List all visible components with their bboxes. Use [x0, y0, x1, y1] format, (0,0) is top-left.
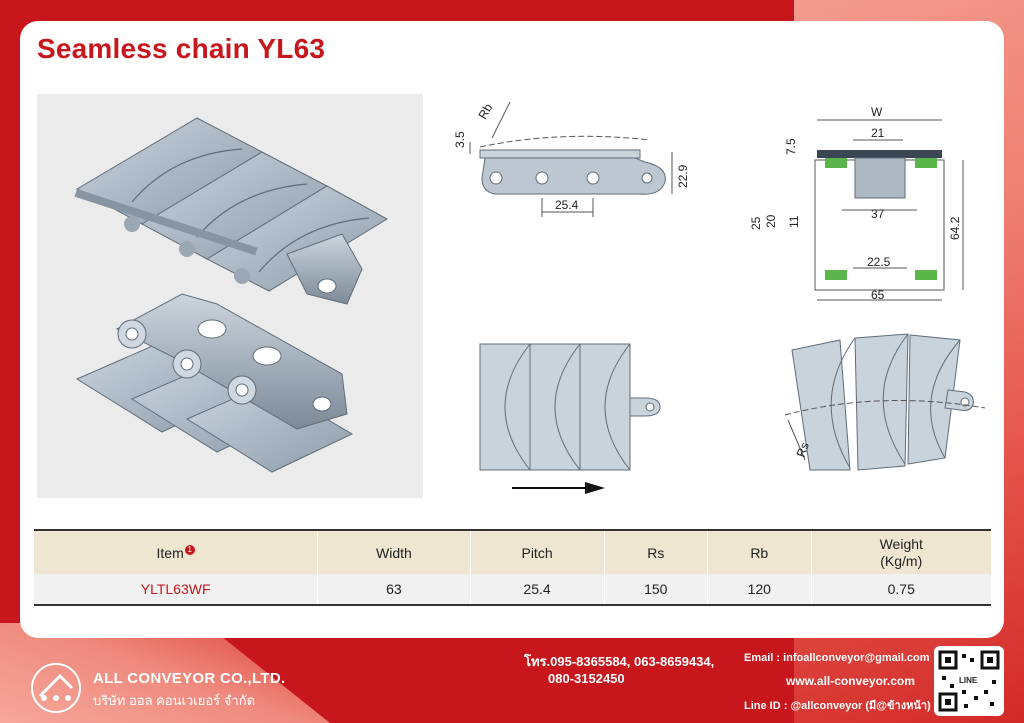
company-name-en: ALL CONVEYOR CO.,LTD. [93, 670, 286, 687]
cell-weight: 0.75 [810, 574, 991, 605]
table-row: YLTL63WF 63 25.4 150 120 0.75 [34, 574, 991, 605]
product-photo [37, 94, 423, 498]
company-name-th: บริษัท ออล คอนเวเยอร์ จำกัด [93, 693, 256, 708]
front-left-inner-label: 11 [787, 215, 801, 228]
cell-pitch: 25.4 [469, 574, 605, 605]
side-pitch-label: 25.4 [555, 198, 579, 212]
cell-rs: 150 [603, 574, 708, 605]
front-bottom-inner-label: 22.5 [867, 255, 891, 269]
side-dimension-drawing: 25.4 22.9 3.5 Rb [453, 101, 690, 217]
side-rb-label: Rb [475, 101, 495, 122]
page-title: Seamless chain YL63 [37, 33, 326, 64]
header-width: Width [317, 530, 471, 574]
qr-line-label: LINE [957, 676, 980, 685]
header-rb: Rb [707, 530, 812, 574]
chain-bottom-view [75, 293, 354, 473]
curved-rs-label: Rs [794, 440, 812, 459]
header-weight: Weight(Kg/m) [810, 530, 991, 574]
chain-top-view [74, 117, 388, 305]
front-bottom-width-label: 65 [871, 288, 885, 302]
phone-line-2[interactable]: 080-3152450 [548, 671, 625, 686]
front-left-mid-label: 20 [764, 214, 778, 228]
front-left-outer-label: 25 [749, 216, 763, 230]
top-view-straight [479, 343, 661, 494]
line-id[interactable]: Line ID : @allconveyor (มี@ข้างหน้า) [744, 700, 931, 712]
front-width-label: W [871, 105, 883, 119]
front-top-offset-label: 7.5 [784, 138, 798, 155]
front-mid-width-label: 37 [871, 207, 885, 221]
cell-width: 63 [317, 574, 471, 605]
qr-code-icon [938, 650, 1000, 712]
header-pitch: Pitch [469, 530, 605, 574]
item-note-badge: 1 [184, 544, 195, 555]
side-plate-thickness-label: 3.5 [453, 131, 467, 148]
phone-line-1[interactable]: โทร.095-8365584, 063-8659434, [524, 654, 715, 669]
cell-item: YLTL63WF [34, 574, 318, 605]
header-rs: Rs [603, 530, 708, 574]
website-link[interactable]: www.all-conveyor.com [786, 674, 915, 688]
front-right-height-label: 64.2 [948, 216, 962, 240]
front-dimension-drawing: W 21 7.5 37 22.5 65 25 20 11 64.2 [749, 105, 964, 302]
cell-rb: 120 [707, 574, 812, 605]
front-top-width-label: 21 [871, 126, 885, 140]
side-height-label: 22.9 [676, 164, 690, 188]
top-view-curved: Rs [784, 333, 986, 471]
email-link[interactable]: Email : infoallconveyor@gmail.com [744, 652, 930, 664]
company-logo [31, 663, 81, 713]
